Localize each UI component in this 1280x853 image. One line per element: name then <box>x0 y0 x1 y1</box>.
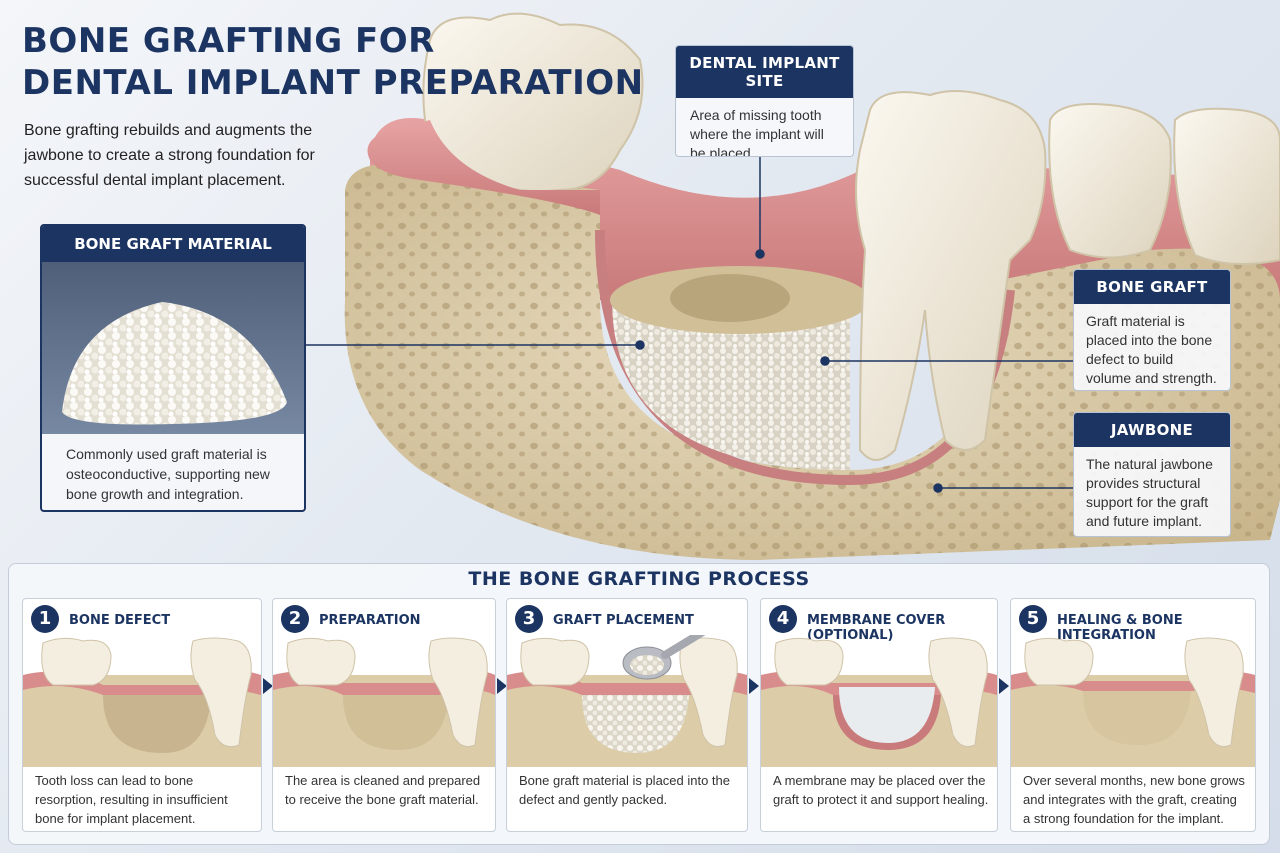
step-4-illustration <box>761 637 997 767</box>
step-number: 4 <box>769 605 797 633</box>
jaw-illustration <box>344 12 1280 560</box>
step-label: HEALING & BONE INTEGRATION <box>1057 613 1183 643</box>
process-step-5: 5 HEALING & BONE INTEGRATION Over severa… <box>1010 598 1256 832</box>
title-line-2: DENTAL IMPLANT PREPARATION <box>22 63 644 103</box>
process-step-2: 2 PREPARATION The area is cleaned and pr… <box>272 598 496 832</box>
step-description: Over several months, new bone grows and … <box>1023 773 1245 826</box>
callout-bone-graft-text: Graft material is placed into the bone d… <box>1086 313 1217 386</box>
bone-graft-material-heading: BONE GRAFT MATERIAL <box>42 226 304 262</box>
step-number: 5 <box>1019 605 1047 633</box>
step-arrow-icon <box>497 678 507 694</box>
step-2-illustration <box>273 637 495 767</box>
callout-bone-graft: BONE GRAFT Graft material is placed into… <box>1073 269 1231 391</box>
step-description: The area is cleaned and prepared to rece… <box>285 773 481 807</box>
callout-implant-site: DENTAL IMPLANT SITE Area of missing toot… <box>675 45 854 157</box>
step-description: Tooth loss can lead to bone resorption, … <box>35 773 228 826</box>
step-label: GRAFT PLACEMENT <box>553 613 694 628</box>
callout-implant-site-heading: DENTAL IMPLANT SITE <box>676 46 853 98</box>
process-step-4: 4 MEMBRANE COVER (OPTIONAL) A membrane m… <box>760 598 998 832</box>
step-label: MEMBRANE COVER (OPTIONAL) <box>807 613 946 643</box>
process-panel: THE BONE GRAFTING PROCESS 1 BONE DEFECT … <box>8 563 1270 845</box>
step-arrow-icon <box>263 678 273 694</box>
callout-bone-graft-heading: BONE GRAFT <box>1074 270 1230 304</box>
step-arrow-icon <box>999 678 1009 694</box>
callout-implant-site-text: Area of missing tooth where the implant … <box>690 107 824 157</box>
title-line-1: BONE GRAFTING FOR <box>22 21 435 61</box>
process-step-3: 3 GRAFT PLACEMENT Bone graft material is… <box>506 598 748 832</box>
bone-graft-material-panel: BONE GRAFT MATERIAL Commonly used graft … <box>40 224 306 512</box>
process-title: THE BONE GRAFTING PROCESS <box>468 568 810 590</box>
intro-text: Bone grafting rebuilds and augments the … <box>24 122 315 189</box>
step-5-illustration <box>1011 637 1255 767</box>
step-description: A membrane may be placed over the graft … <box>773 773 989 807</box>
step-description: Bone graft material is placed into the d… <box>519 773 731 807</box>
step-label: PREPARATION <box>319 613 421 628</box>
callout-jawbone-heading: JAWBONE <box>1074 413 1230 447</box>
bone-graft-material-description: Commonly used graft material is osteocon… <box>66 446 270 502</box>
step-number: 1 <box>31 605 59 633</box>
step-3-illustration <box>507 635 747 767</box>
step-label: BONE DEFECT <box>69 613 171 628</box>
callout-jawbone-text: The natural jawbone provides structural … <box>1086 456 1213 529</box>
process-step-1: 1 BONE DEFECT Tooth loss can lead to bon… <box>22 598 262 832</box>
step-1-illustration <box>23 637 261 767</box>
step-number: 3 <box>515 605 543 633</box>
step-number: 2 <box>281 605 309 633</box>
page-title: BONE GRAFTING FOR DENTAL IMPLANT PREPARA… <box>22 20 644 104</box>
step-arrow-icon <box>749 678 759 694</box>
callout-jawbone: JAWBONE The natural jawbone provides str… <box>1073 412 1231 537</box>
graft-granules-photo <box>42 262 304 434</box>
